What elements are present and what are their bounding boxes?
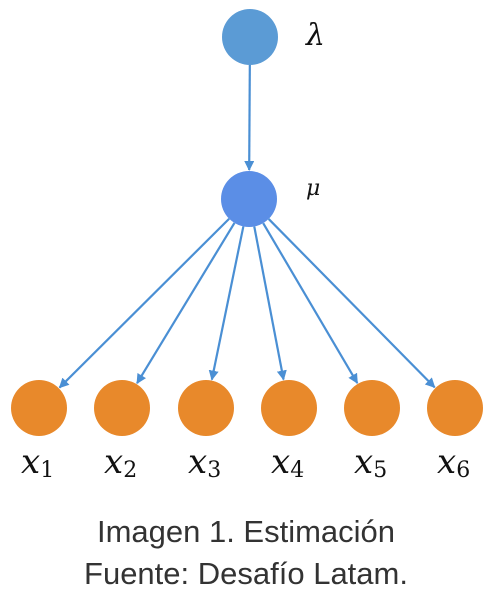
label-x3: x3: [188, 442, 221, 483]
edge-mu-x5: [262, 222, 359, 384]
label-x6: x6: [437, 442, 470, 483]
caption-source: Fuente: Desafío Latam.: [84, 556, 408, 591]
edge-mu-x4: [253, 226, 287, 381]
edges-layer: [58, 64, 436, 389]
label-x4: x4: [271, 442, 304, 483]
node-mu: [221, 171, 277, 227]
graphical-model-diagram: λ μ x1 x2 x3 x4 x5 x6: [11, 9, 483, 483]
edge-mu-x2: [136, 222, 236, 385]
node-x1: [11, 380, 67, 436]
node-x5: [344, 380, 400, 436]
labels-layer: λ μ x1 x2 x3 x4 x5 x6: [21, 18, 470, 483]
node-x6: [427, 380, 483, 436]
label-x1: x1: [21, 442, 54, 483]
edge-lambda-mu: [244, 64, 255, 172]
node-x3: [178, 380, 234, 436]
label-x5: x5: [354, 442, 387, 483]
edge-mu-x3: [208, 226, 245, 381]
label-lambda: λ: [305, 18, 325, 53]
label-mu: μ: [306, 176, 320, 201]
caption-title: Imagen 1. Estimación: [96, 514, 396, 549]
node-lambda: [222, 9, 278, 65]
label-x2: x2: [104, 442, 137, 483]
node-x2: [94, 380, 150, 436]
edge-mu-x1: [58, 217, 230, 389]
nodes-layer: [11, 9, 483, 436]
edge-mu-x6: [267, 218, 436, 389]
node-x4: [261, 380, 317, 436]
